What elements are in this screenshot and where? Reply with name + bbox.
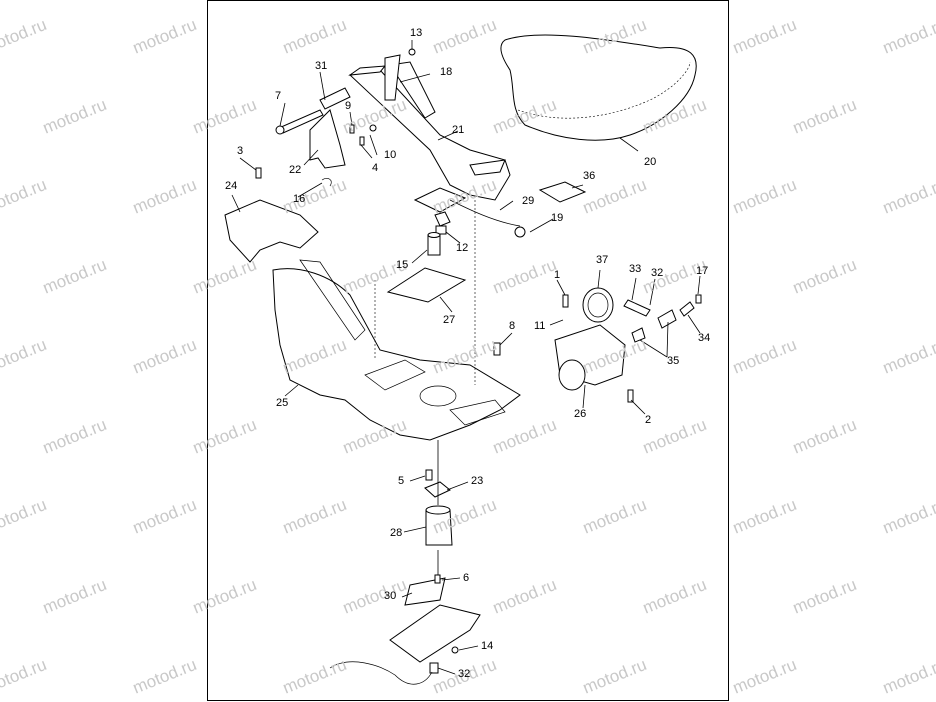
callout-label: 36 bbox=[583, 170, 596, 182]
nut-part bbox=[434, 211, 451, 235]
callout-label: 20 bbox=[644, 156, 657, 168]
bracket-part bbox=[384, 54, 436, 119]
callout-label: 25 bbox=[276, 397, 289, 409]
side-cover-part bbox=[224, 199, 319, 263]
callout-label: 32 bbox=[458, 668, 471, 680]
callout-label: 3 bbox=[237, 145, 244, 157]
screw-part bbox=[627, 389, 634, 403]
callout-label: 19 bbox=[551, 212, 564, 224]
gauge-part bbox=[582, 287, 614, 323]
callout-label: 6 bbox=[463, 572, 470, 584]
callout-label: 31 bbox=[315, 60, 328, 72]
callout-label: 10 bbox=[384, 149, 397, 161]
base-part bbox=[389, 574, 481, 663]
mount-part bbox=[309, 109, 346, 169]
callout-label: 5 bbox=[398, 475, 405, 487]
screw-part bbox=[255, 167, 262, 179]
callout-label: 29 bbox=[522, 195, 535, 207]
fitting-part bbox=[679, 301, 695, 317]
screw-part bbox=[695, 294, 702, 304]
plate-part bbox=[413, 187, 467, 213]
callout-label: 9 bbox=[345, 100, 352, 112]
callout-label: 1 bbox=[554, 269, 561, 281]
screw-part bbox=[349, 124, 355, 134]
plate-part bbox=[424, 481, 451, 498]
callout-label: 32 bbox=[651, 267, 664, 279]
callout-label: 13 bbox=[410, 27, 423, 39]
shock-part bbox=[425, 440, 453, 598]
callout-label: 15 bbox=[396, 259, 409, 271]
callout-label: 24 bbox=[225, 180, 238, 192]
clamp-part bbox=[514, 226, 526, 238]
frame-rail-part bbox=[348, 65, 511, 201]
callout-label: 22 bbox=[289, 164, 302, 176]
clip-part bbox=[321, 178, 332, 187]
callout-label: 26 bbox=[574, 408, 587, 420]
callout-label: 12 bbox=[456, 242, 469, 254]
callout-label: 34 bbox=[698, 332, 711, 344]
callout-label: 18 bbox=[440, 66, 453, 78]
screw-part bbox=[425, 469, 433, 481]
callout-label: 14 bbox=[481, 640, 494, 652]
callout-label: 27 bbox=[443, 314, 456, 326]
callout-label: 23 bbox=[471, 475, 484, 487]
callout-label: 33 bbox=[629, 263, 642, 275]
label-part bbox=[538, 181, 587, 203]
callout-label: 17 bbox=[696, 265, 709, 277]
fitting-part bbox=[631, 327, 646, 343]
seat-part bbox=[500, 34, 697, 141]
fender-part bbox=[272, 259, 521, 441]
screw-part bbox=[562, 294, 569, 308]
callout-label: 7 bbox=[275, 90, 282, 102]
fitting-part bbox=[657, 309, 677, 329]
bumper-part bbox=[427, 232, 441, 256]
cable-part bbox=[329, 661, 433, 685]
spacer-part bbox=[319, 87, 351, 110]
callout-label: 28 bbox=[390, 527, 403, 539]
callout-label: 11 bbox=[534, 320, 546, 332]
callout-label: 30 bbox=[384, 590, 397, 602]
leader-lines bbox=[231, 40, 701, 675]
clamp-housing-part bbox=[554, 324, 626, 391]
callout-label: 8 bbox=[509, 320, 516, 332]
fitting-part bbox=[623, 299, 651, 317]
bolt-part bbox=[275, 109, 324, 135]
callout-label: 35 bbox=[667, 355, 680, 367]
washer-part bbox=[451, 646, 459, 654]
callout-label: 37 bbox=[596, 254, 609, 266]
fitting-part bbox=[429, 662, 439, 674]
cable-part bbox=[449, 199, 521, 227]
washer-part bbox=[369, 124, 377, 132]
callout-label: 2 bbox=[645, 414, 652, 426]
cover-plate-part bbox=[386, 267, 467, 303]
callout-label: 16 bbox=[293, 193, 306, 205]
callout-label: 4 bbox=[372, 162, 379, 174]
callout-label: 21 bbox=[452, 124, 465, 136]
bolt-part bbox=[493, 342, 501, 356]
screw-part bbox=[359, 136, 365, 146]
